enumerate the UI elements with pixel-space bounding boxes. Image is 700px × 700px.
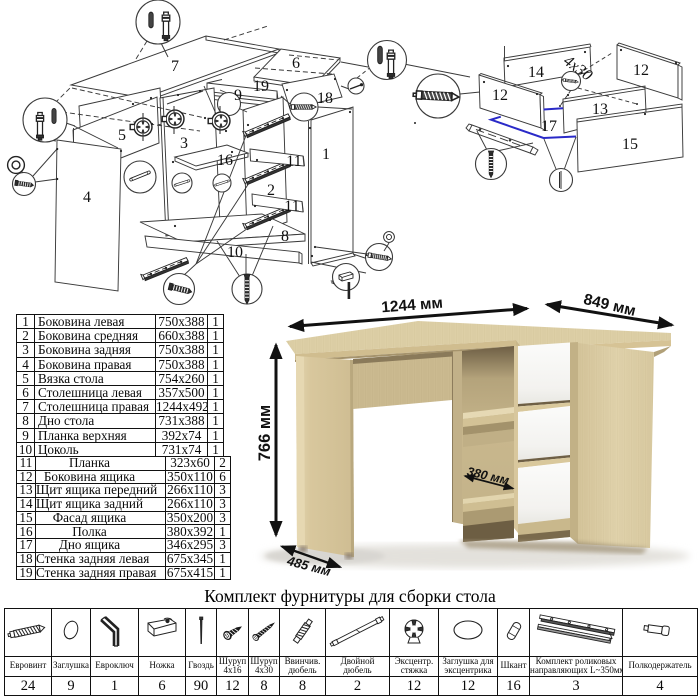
svg-text:18: 18 bbox=[317, 90, 333, 107]
svg-text:19: 19 bbox=[253, 78, 269, 95]
svg-text:13: 13 bbox=[592, 101, 608, 118]
svg-text:8: 8 bbox=[281, 228, 289, 245]
svg-text:4: 4 bbox=[83, 189, 91, 206]
svg-text:2: 2 bbox=[267, 182, 275, 199]
svg-text:10: 10 bbox=[227, 244, 243, 261]
svg-text:15: 15 bbox=[622, 136, 638, 153]
svg-text:5: 5 bbox=[118, 127, 126, 144]
svg-text:12: 12 bbox=[492, 87, 508, 104]
svg-text:6: 6 bbox=[292, 55, 300, 72]
svg-text:1244 мм: 1244 мм bbox=[381, 295, 444, 317]
svg-text:11: 11 bbox=[286, 153, 301, 170]
svg-text:7: 7 bbox=[171, 58, 179, 75]
svg-text:14: 14 bbox=[528, 64, 544, 81]
svg-text:17: 17 bbox=[541, 118, 557, 135]
svg-text:16: 16 bbox=[217, 152, 233, 169]
svg-text:3: 3 bbox=[180, 135, 188, 152]
svg-text:766 мм: 766 мм bbox=[256, 405, 274, 462]
svg-text:9: 9 bbox=[234, 87, 242, 104]
svg-text:12: 12 bbox=[633, 62, 649, 79]
svg-text:11: 11 bbox=[284, 198, 299, 215]
svg-text:1: 1 bbox=[322, 146, 330, 163]
